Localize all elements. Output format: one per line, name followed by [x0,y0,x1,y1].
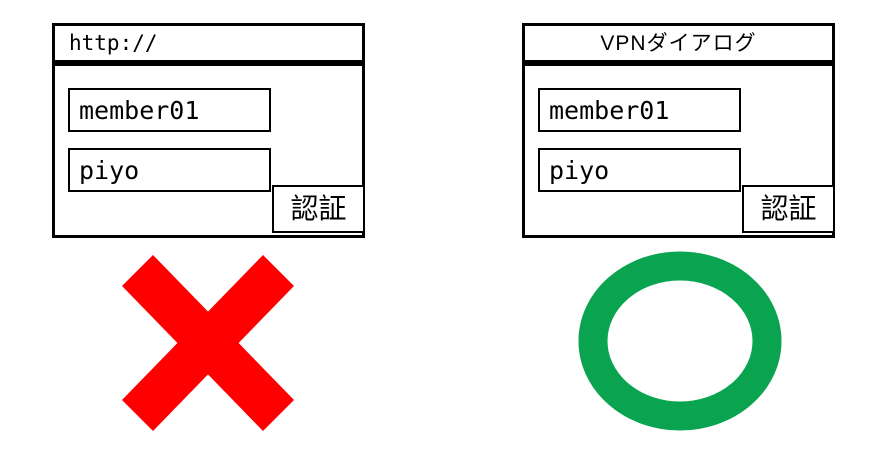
cross-mark [122,255,294,431]
http-auth-button-label: 認証 [290,193,347,224]
circle-mark-ring [578,251,782,431]
vpn-dialog-title: VPNダイアログ [600,31,757,55]
vpn-username-value: member01 [549,95,670,125]
http-password-field[interactable]: piyo [68,148,271,192]
vpn-dialog-body: member01 piyo 認証 [522,63,835,238]
vpn-password-field[interactable]: piyo [538,148,741,192]
http-dialog: http:// member01 piyo 認証 [52,23,365,238]
http-username-value: member01 [79,95,200,125]
vpn-auth-button[interactable]: 認証 [742,185,835,233]
http-dialog-title: http:// [69,30,158,55]
http-dialog-body: member01 piyo 認証 [52,63,365,238]
vpn-dialog-titlebar: VPNダイアログ [522,23,835,63]
http-password-value: piyo [79,155,140,185]
http-dialog-titlebar: http:// [52,23,365,63]
vpn-auth-button-label: 認証 [760,193,817,224]
vpn-username-field[interactable]: member01 [538,88,741,132]
http-username-field[interactable]: member01 [68,88,271,132]
vpn-password-value: piyo [549,155,610,185]
http-auth-button[interactable]: 認証 [272,185,365,233]
vpn-dialog: VPNダイアログ member01 piyo 認証 [522,23,835,238]
cross-mark-strokes [122,255,294,431]
circle-mark [578,251,782,431]
